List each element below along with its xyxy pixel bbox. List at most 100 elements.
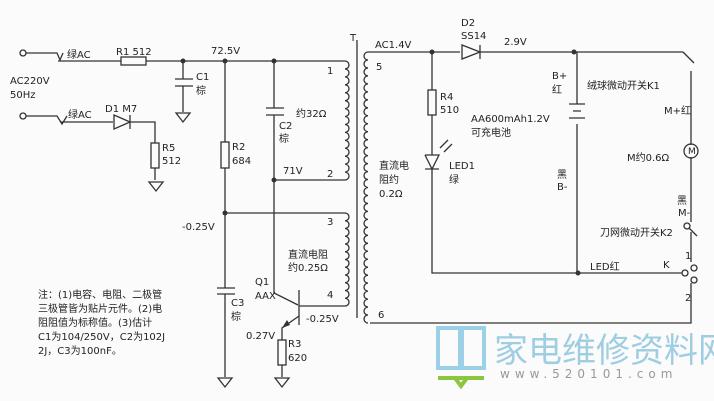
- label: R3: [288, 339, 301, 350]
- transistor-q1: [273, 290, 345, 389]
- label: 50Hz: [10, 90, 36, 101]
- node: [180, 58, 186, 64]
- label: 71V: [283, 166, 303, 177]
- switch-k2: [683, 222, 691, 230]
- switch-k1: [682, 51, 695, 64]
- label: 0.27V: [246, 331, 275, 342]
- resistor-r5: [150, 142, 160, 169]
- terminal-ac-top: [19, 49, 27, 57]
- capacitor-c1: [174, 61, 193, 124]
- label: 绿AC: [68, 108, 92, 121]
- label: R5: [162, 143, 175, 154]
- capacitor-c2: [266, 61, 299, 306]
- resistor-r3: [277, 339, 287, 366]
- wire-secondary: [368, 51, 692, 324]
- node: [271, 177, 277, 183]
- diode-d2: [461, 44, 482, 60]
- label: Q1: [255, 277, 269, 288]
- label: 直流电阻: [288, 248, 328, 261]
- label: 72.5V: [211, 46, 240, 57]
- note-line: 注：(1)电容、电阻、二极管: [38, 288, 162, 301]
- node: [575, 270, 581, 276]
- label: M: [688, 147, 696, 157]
- label: 可充电池: [471, 126, 511, 139]
- label: 510: [440, 105, 459, 116]
- resistor-r2: [220, 141, 230, 169]
- label: 620: [288, 353, 307, 364]
- label: M-: [678, 208, 691, 219]
- label: SS14: [461, 31, 486, 42]
- label: -0.25V: [182, 222, 215, 233]
- wire-top-primary: [26, 52, 345, 62]
- label: 2: [685, 293, 691, 304]
- label: D2: [461, 18, 475, 29]
- switch-k2-lever: [688, 227, 698, 237]
- node: [222, 58, 228, 64]
- pin-label: 6: [378, 310, 384, 321]
- label: B+: [552, 71, 567, 82]
- label: 阻约: [379, 173, 399, 186]
- led-light-icon: [439, 139, 453, 153]
- resistor-r1: [120, 56, 147, 66]
- note-line: 阻阻值为标称值。(3)估计: [38, 316, 152, 329]
- label: 绒球微动开关K1: [587, 79, 660, 92]
- label: 黑: [557, 169, 567, 181]
- label: D1 M7: [105, 104, 137, 115]
- switch-k-contact: [681, 269, 689, 277]
- primary-winding-3-4: [344, 212, 350, 307]
- label: 绿: [449, 173, 459, 186]
- label: 红: [552, 83, 562, 96]
- label: K: [663, 260, 670, 271]
- note-line: 2J，C3为100nF。: [38, 345, 122, 357]
- label: M+红: [664, 104, 691, 117]
- label: LED红: [590, 260, 620, 273]
- node: [222, 210, 228, 216]
- ground-icon: [147, 181, 165, 193]
- switch-k-pin2: [690, 276, 698, 284]
- label: 0.2Ω: [379, 189, 403, 200]
- pin-label: 4: [327, 290, 333, 301]
- wire-r2-c3: [216, 61, 235, 389]
- label: AA600mAh1.2V: [471, 114, 550, 125]
- pin-label: 1: [327, 66, 333, 77]
- note: 注：(1)电容、电阻、二极管 三极管皆为贴片元件。(2)电 阻阻值为标称值。(3…: [38, 288, 165, 357]
- label: 约0.25Ω: [288, 261, 328, 274]
- pin-label: 5: [376, 62, 382, 73]
- pin-label: 3: [327, 217, 333, 228]
- label: 约32Ω: [296, 107, 327, 120]
- node: [429, 49, 435, 55]
- label: AAX: [255, 291, 276, 302]
- watermark-title: 家电维修资料网: [494, 331, 714, 371]
- note-line: 三极管皆为贴片元件。(2)电: [38, 302, 162, 315]
- diode-d1: [113, 114, 132, 130]
- battery: [569, 52, 585, 273]
- label: 棕: [231, 310, 241, 323]
- label: 512: [162, 156, 181, 167]
- label: 绿AC: [67, 48, 91, 61]
- resistor-r4: [427, 89, 437, 116]
- label: 棕: [196, 84, 206, 97]
- note-line: C1为104/250V，C2为102J: [38, 331, 165, 343]
- label: R4: [440, 92, 453, 103]
- pin-label: 2: [327, 169, 333, 180]
- label: 2.9V: [504, 37, 527, 48]
- label: C3: [231, 298, 244, 309]
- transformer-t: [344, 51, 369, 324]
- label: 黑: [677, 195, 687, 207]
- motor: [683, 143, 699, 159]
- label: 1: [685, 251, 691, 262]
- secondary-winding-5-6: [363, 51, 369, 324]
- node: [271, 58, 277, 64]
- label: C1: [196, 72, 209, 83]
- label: 棕: [279, 132, 289, 145]
- terminal-ac-bottom: [19, 112, 27, 120]
- label: -0.25V: [306, 314, 339, 325]
- label: 刀网微动开关K2: [600, 226, 673, 239]
- wire-d1: [26, 115, 156, 180]
- watermark-url: www.520101.com: [500, 367, 677, 381]
- label: 684: [232, 156, 251, 167]
- label: M约0.6Ω: [627, 151, 670, 164]
- label: T: [349, 33, 357, 44]
- label: AC1.4V: [375, 40, 412, 51]
